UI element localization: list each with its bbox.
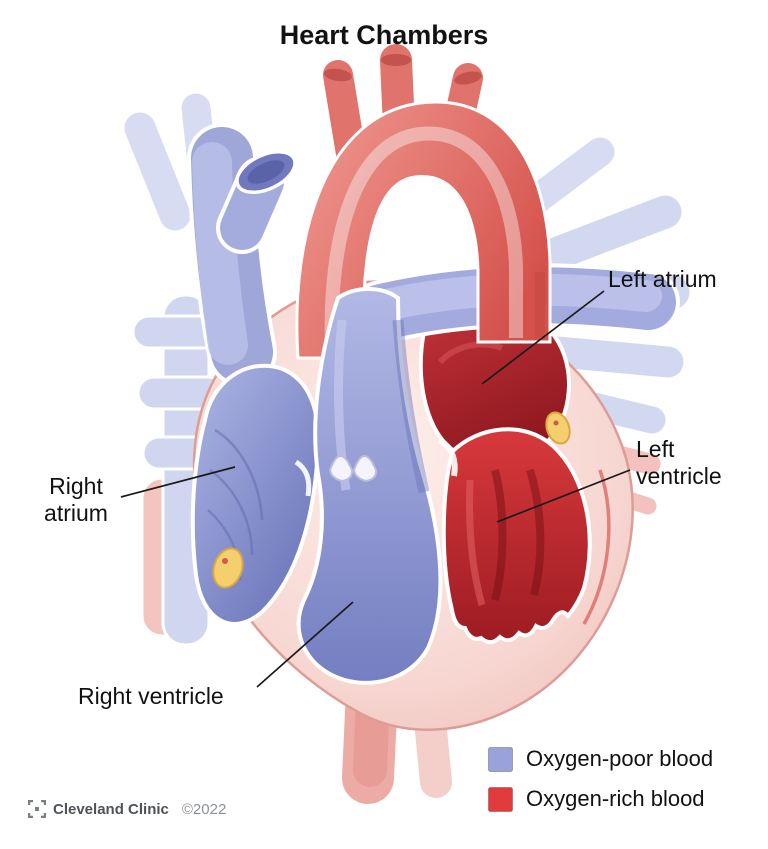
oxygen-rich-swatch-rect bbox=[488, 786, 513, 812]
label-right-ventricle: Right ventricle bbox=[78, 683, 224, 709]
epicardial-fat-shape bbox=[212, 411, 611, 625]
label-left-ventricle: Left ventricle bbox=[636, 436, 722, 490]
coronary-vessel-shape bbox=[582, 469, 611, 625]
legend: Oxygen-poor blood Oxygen-rich blood bbox=[488, 746, 713, 812]
legend-item-oxygen-rich: Oxygen-rich blood bbox=[488, 786, 713, 812]
footer-brand: Cleveland Clinic bbox=[53, 800, 169, 818]
leader-lines bbox=[120, 290, 631, 688]
label-right-atrium: Right atrium bbox=[44, 473, 108, 527]
diagram-title: Heart Chambers bbox=[279, 20, 489, 50]
legend-label-oxygen-poor: Oxygen-poor blood bbox=[526, 746, 714, 771]
oxygen-rich-swatch bbox=[488, 786, 513, 812]
superior-vena-cava-shape bbox=[187, 123, 297, 387]
footer-copyright: ©2022 bbox=[181, 800, 227, 818]
left-ventricle-shape bbox=[438, 427, 592, 645]
oxygen-poor-swatch-rect bbox=[488, 746, 513, 772]
oxygen-poor-swatch bbox=[488, 746, 513, 772]
leader-line-right-atrium bbox=[120, 466, 236, 498]
legend-item-oxygen-poor: Oxygen-poor blood bbox=[488, 746, 713, 772]
leader-line-left-atrium bbox=[481, 290, 605, 385]
legend-label-oxygen-rich: Oxygen-rich blood bbox=[526, 786, 705, 811]
cleveland-clinic-logo bbox=[28, 800, 46, 818]
label-left-atrium: Left atrium bbox=[608, 266, 717, 292]
footer: Cleveland Clinic ©2022 bbox=[28, 800, 226, 818]
leader-line-left-ventricle bbox=[496, 469, 631, 523]
right-ventricle-shape bbox=[294, 287, 443, 685]
leader-line-right-ventricle bbox=[256, 601, 354, 688]
